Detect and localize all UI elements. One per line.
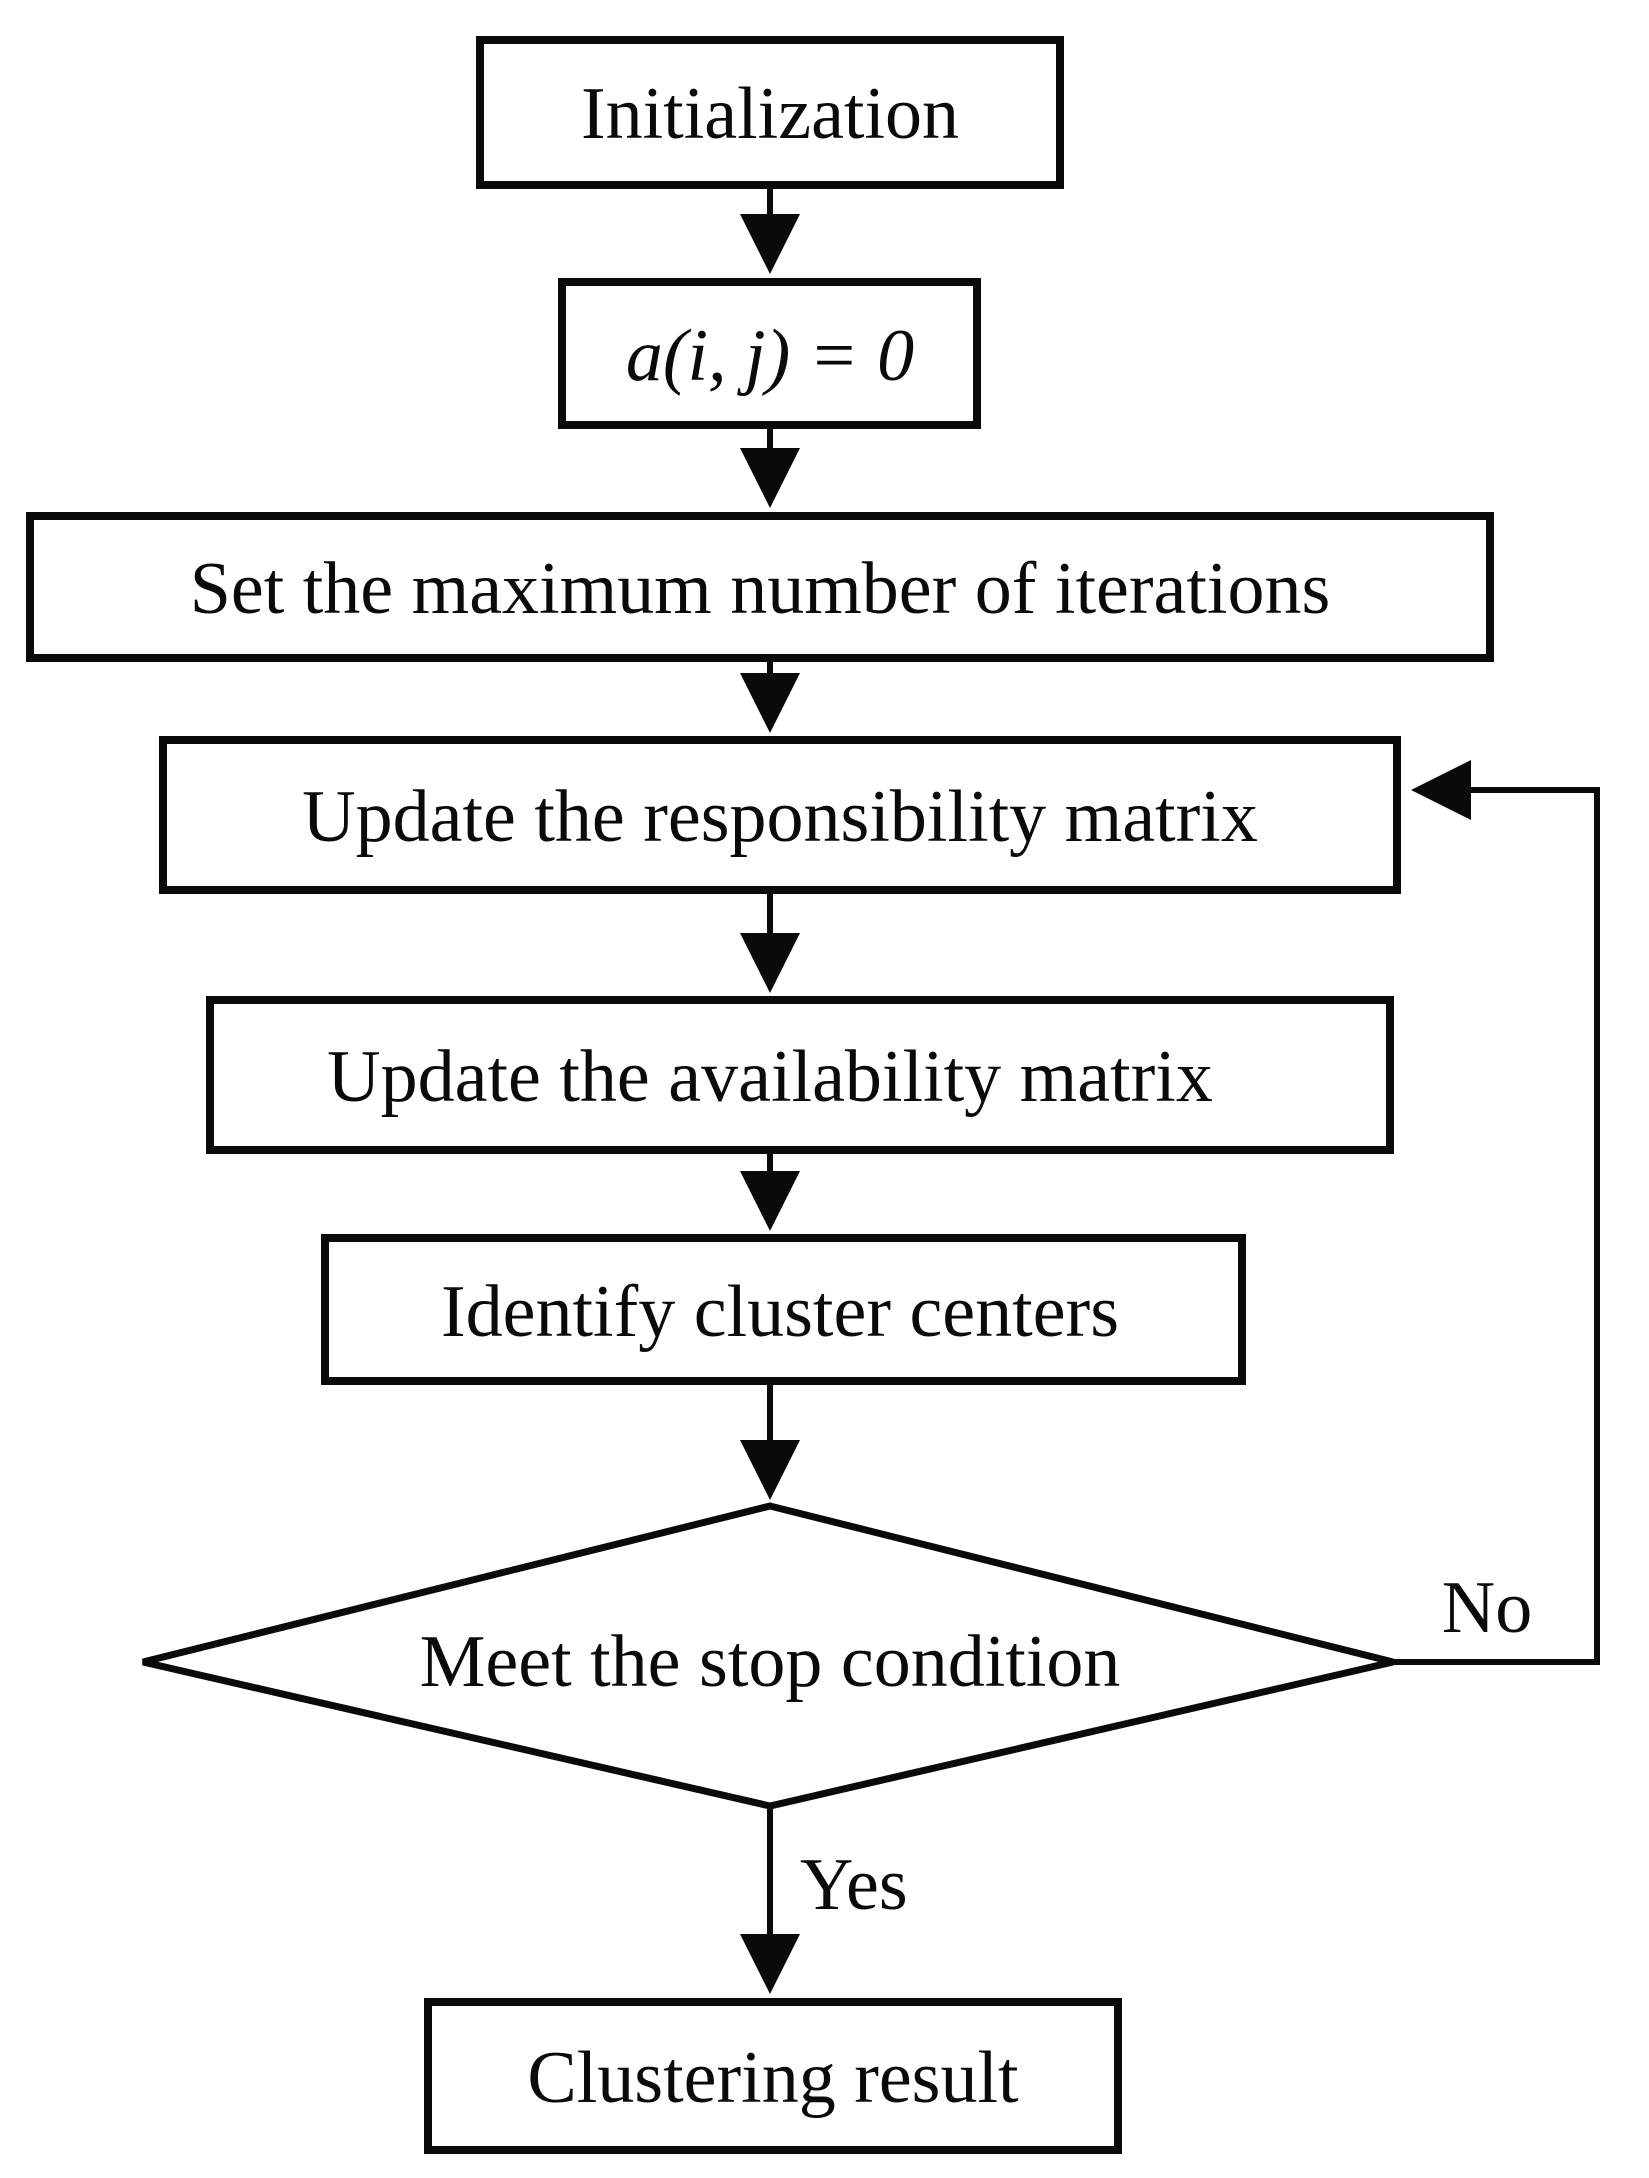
node-clustering-result: Clustering result <box>424 1998 1122 2154</box>
node-update-responsibility: Update the responsibility matrix <box>159 736 1401 894</box>
node-clustering-result-box <box>424 1998 1122 2154</box>
node-availability-init: a(i, j) = 0 <box>558 278 981 429</box>
node-update-availability: Update the availability matrix <box>206 996 1394 1154</box>
node-availability-init-label: a(i, j) = 0 <box>626 315 914 397</box>
node-stop-condition-label: Meet the stop condition <box>420 1621 1121 1703</box>
node-initialization-box <box>476 36 1064 189</box>
node-initialization: Initialization <box>476 36 1064 189</box>
node-stop-condition-diamond <box>142 1502 1394 1810</box>
node-update-responsibility-box <box>159 736 1401 894</box>
node-set-max-iterations-label: Set the maximum number of iterations <box>190 548 1331 630</box>
node-identify-centers: Identify cluster centers <box>321 1234 1246 1385</box>
node-update-responsibility-label: Update the responsibility matrix <box>302 776 1258 858</box>
node-set-max-iterations: Set the maximum number of iterations <box>26 512 1494 662</box>
node-identify-centers-label: Identify cluster centers <box>441 1271 1119 1353</box>
node-clustering-result-label: Clustering result <box>527 2037 1019 2119</box>
node-update-availability-box <box>206 996 1394 1154</box>
node-identify-centers-box <box>321 1234 1246 1385</box>
arrow-no-feedback-loop <box>1393 760 1600 1665</box>
node-initialization-label: Initialization <box>581 73 959 155</box>
node-update-availability-label: Update the availability matrix <box>327 1036 1213 1118</box>
node-stop-condition: Meet the stop condition <box>142 1502 1394 1810</box>
node-availability-init-box <box>558 278 981 429</box>
edge-label-yes: Yes <box>800 1844 908 1926</box>
edge-label-no: No <box>1442 1567 1532 1649</box>
node-set-max-iterations-box <box>26 512 1494 662</box>
